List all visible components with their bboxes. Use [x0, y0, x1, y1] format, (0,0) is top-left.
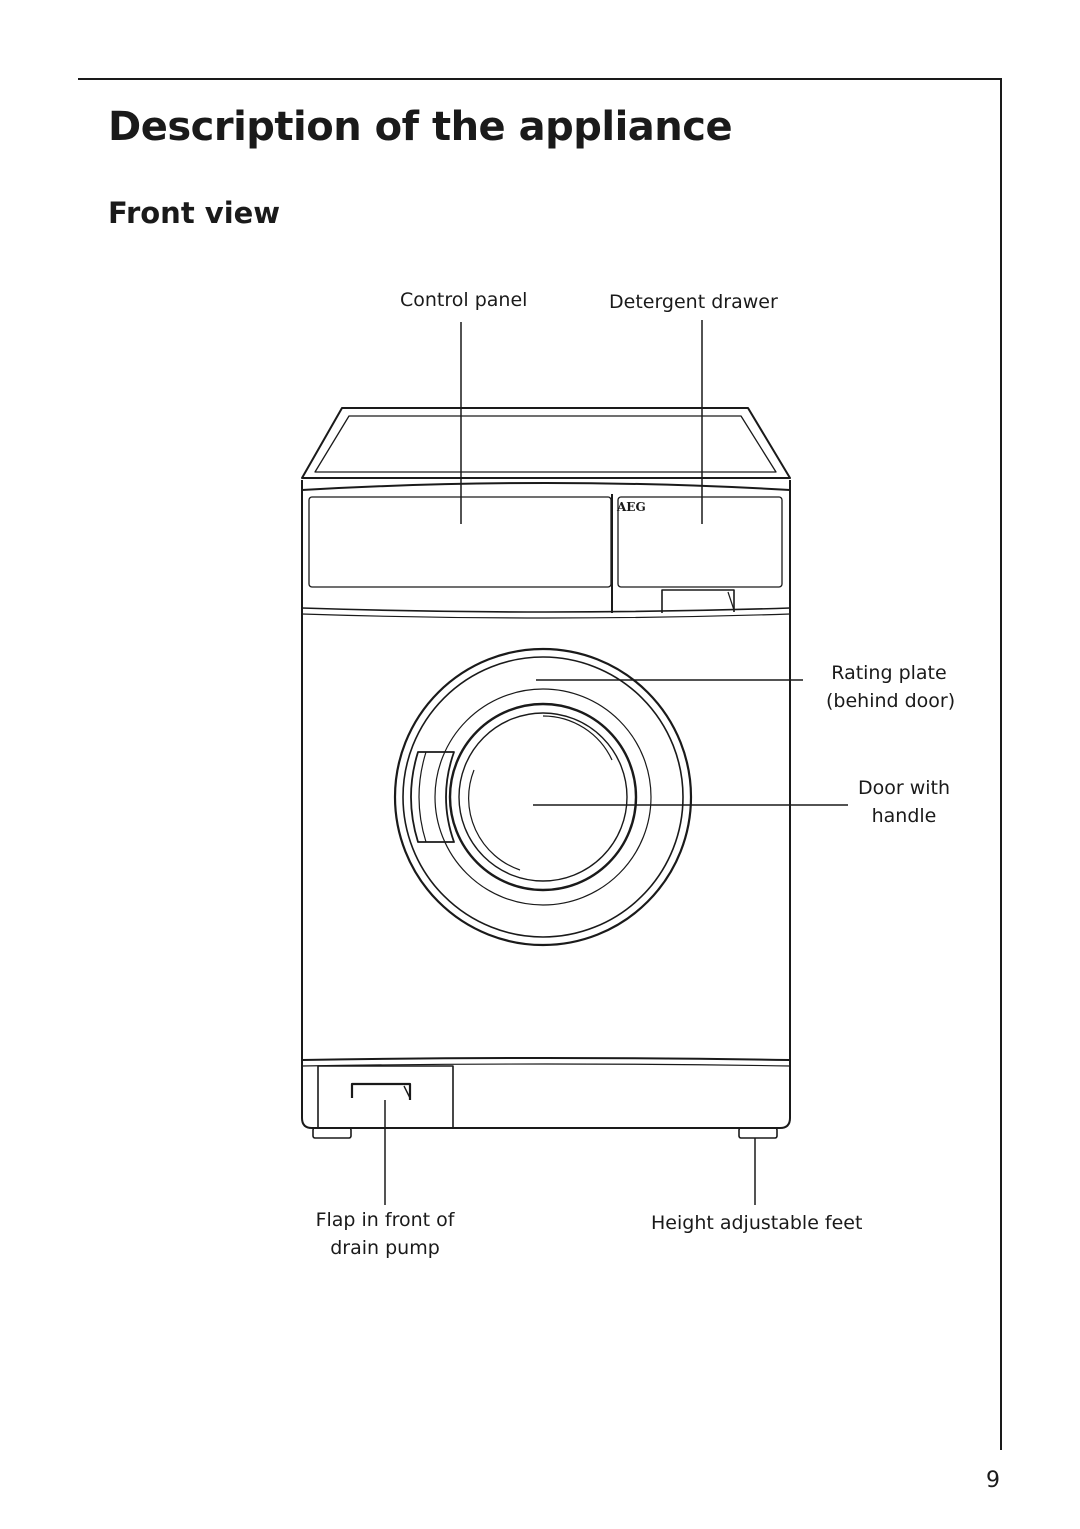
- section-title: Front view: [108, 196, 281, 230]
- label-flap: Flap in front of drain pump: [312, 1206, 458, 1262]
- detergent-drawer: [617, 496, 783, 613]
- label-door: Door with handle: [852, 774, 956, 830]
- machine-top: [301, 407, 791, 479]
- leader-lines: [384, 320, 848, 1205]
- top-rule: [78, 78, 1002, 80]
- page-number: 9: [986, 1468, 1000, 1493]
- drain-pump-flap: [350, 1082, 412, 1100]
- label-rating-plate-line2: (behind door): [826, 690, 956, 712]
- feet: [312, 1127, 778, 1139]
- label-flap-line2: drain pump: [330, 1237, 440, 1259]
- label-rating-plate-line1: Rating plate: [831, 662, 947, 684]
- page-title: Description of the appliance: [108, 104, 733, 150]
- label-flap-line1: Flap in front of: [315, 1209, 455, 1231]
- label-feet: Height adjustable feet: [651, 1212, 863, 1234]
- brand-logo: AEG: [616, 500, 646, 514]
- label-door-line1: Door with: [857, 777, 951, 799]
- plinth: [301, 1057, 791, 1129]
- label-rating-plate: Rating plate (behind door): [826, 659, 956, 715]
- label-control-panel: Control panel: [400, 289, 528, 311]
- door: [393, 647, 693, 947]
- label-detergent-drawer: Detergent drawer: [609, 291, 778, 313]
- machine-body: [301, 477, 791, 1129]
- label-door-line2: handle: [871, 805, 937, 827]
- right-rule: [1000, 78, 1002, 1450]
- door-handle: [410, 751, 455, 843]
- control-panel: [308, 494, 613, 613]
